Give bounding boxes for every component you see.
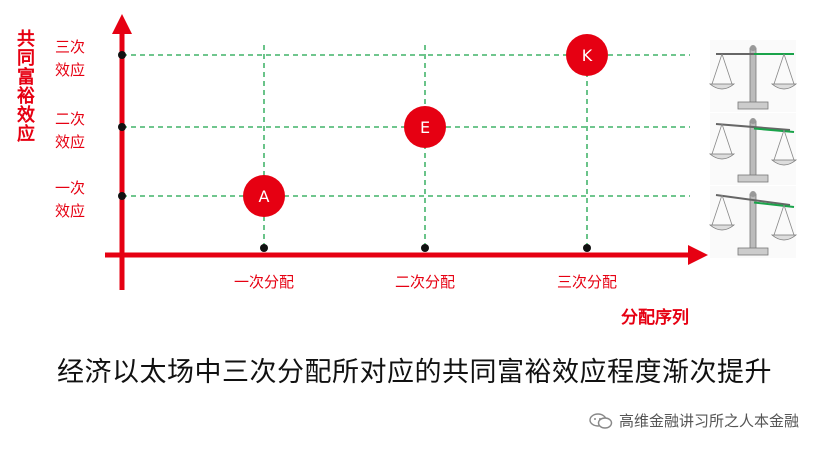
- x-axis-arrow: [688, 245, 708, 265]
- balance-scale-icon: [708, 40, 798, 112]
- y-tick-dot: [118, 192, 126, 200]
- data-point-label: E: [420, 118, 430, 137]
- x-tick-label: 一次分配: [234, 273, 294, 291]
- x-tick-label: 三次分配: [557, 273, 617, 291]
- balance-scale-icon: [708, 186, 798, 258]
- watermark-text: 高维金融讲习所之人本金融: [618, 412, 799, 430]
- y-axis-title-char: 裕: [17, 85, 35, 107]
- x-tick-labels: 一次分配 二次分配 三次分配: [234, 273, 617, 291]
- balance-scale-icon: [708, 113, 798, 185]
- x-axis-title: 分配序列: [621, 307, 689, 328]
- y-tick-label: 一次: [55, 179, 85, 197]
- y-axis-title-char: 共: [17, 29, 35, 50]
- data-point-k: [566, 34, 608, 76]
- tick-markers: [118, 51, 591, 252]
- caption: 经济以太场中三次分配所对应的共同富裕效应程度渐次提升: [57, 357, 772, 388]
- y-tick-dot: [118, 123, 126, 131]
- y-tick-label: 三次: [55, 38, 85, 56]
- data-points: A E K: [243, 34, 608, 217]
- y-axis-title: 共同富裕效应: [17, 29, 36, 145]
- x-tick-label: 二次分配: [395, 273, 455, 291]
- x-tick-dot: [260, 244, 268, 252]
- y-axis-title-char: 富: [17, 66, 35, 88]
- data-point-e: [404, 106, 446, 148]
- data-point-a: [243, 175, 285, 217]
- y-tick-label: 效应: [55, 61, 85, 79]
- x-tick-dot: [421, 244, 429, 252]
- y-tick-label: 效应: [55, 133, 85, 151]
- y-tick-label: 二次: [55, 110, 85, 128]
- x-tick-dot: [583, 244, 591, 252]
- watermark: 高维金融讲习所之人本金融: [589, 410, 799, 431]
- y-tick-label: 效应: [55, 202, 85, 220]
- y-axis-arrow: [112, 14, 132, 34]
- balance-scales: [708, 40, 798, 258]
- y-axis-title-char: 同: [17, 48, 35, 69]
- y-axis-title-char: 效: [17, 104, 36, 126]
- y-axis-title-char: 应: [17, 123, 35, 145]
- grid-lines: [122, 45, 690, 250]
- axes: [105, 14, 708, 290]
- data-point-label: K: [582, 46, 593, 65]
- wechat-icon: [589, 412, 613, 429]
- y-tick-dot: [118, 51, 126, 59]
- data-point-label: A: [259, 187, 270, 206]
